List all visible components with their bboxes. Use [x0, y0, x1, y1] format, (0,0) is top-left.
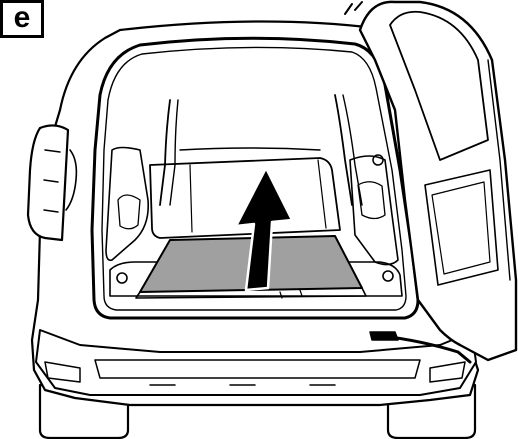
step-label: e — [0, 0, 44, 38]
tailgate-hinge — [370, 332, 398, 340]
left-taillight — [28, 125, 68, 240]
roof-rail — [345, 2, 362, 14]
